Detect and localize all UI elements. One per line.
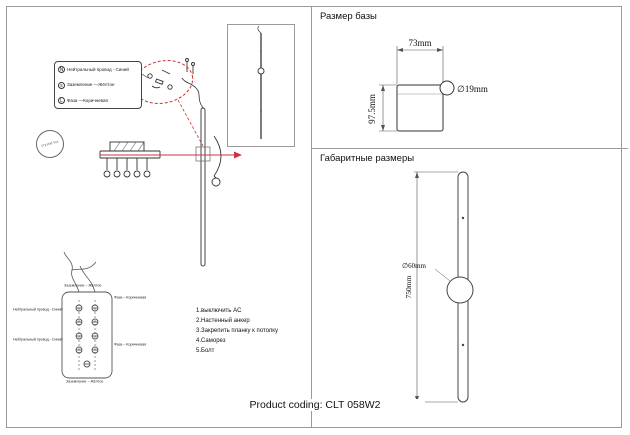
step-item: 4.Саморез bbox=[196, 338, 226, 344]
right-panels-divider bbox=[311, 148, 628, 149]
neutral-wire-icon: N bbox=[58, 66, 65, 73]
wire-legend: N Нейтральный провод - Синий ≡ Заземлени… bbox=[54, 61, 142, 109]
legend-row-ground: ≡ Заземление —Жёлтое bbox=[58, 81, 138, 89]
lamp-front-view-drawing bbox=[257, 25, 265, 139]
base-height-dim: 97.5mm bbox=[367, 94, 377, 124]
step-item: 3.Закрепить планку к потолку bbox=[196, 328, 278, 334]
overall-ball-diameter-dim: ∅60mm bbox=[402, 262, 427, 270]
wire-label-neutral-2: Нейтральный провод - Синий bbox=[12, 338, 62, 342]
legend-label-neutral: Нейтральный провод - Синий bbox=[67, 67, 129, 72]
base-width-dim: 73mm bbox=[408, 38, 431, 48]
step-item: 5.Болт bbox=[196, 348, 215, 354]
base-ball-diameter-dim: ∅19mm bbox=[457, 84, 488, 94]
brand-logo-text: crystal lux bbox=[41, 140, 59, 148]
overall-length-dim: 750mm bbox=[404, 275, 413, 298]
wire-label-ground-bottom: Заземление – Жёлтое bbox=[66, 380, 104, 384]
connector-box-drawing bbox=[61, 251, 113, 379]
phase-wire-icon: L bbox=[58, 97, 65, 104]
wire-label-phase-right: Фаза – Коричневая bbox=[114, 343, 147, 347]
legend-row-phase: L Фаза —Коричневая bbox=[58, 97, 138, 104]
legend-label-ground: Заземление —Жёлтое bbox=[67, 82, 115, 88]
vertical-divider bbox=[311, 6, 312, 428]
screw-set bbox=[103, 158, 151, 178]
step-item: 2.Настенный анкер bbox=[196, 318, 250, 324]
overall-dimension-lines bbox=[414, 171, 458, 403]
lamp-installation-drawing bbox=[61, 58, 242, 379]
lamp-body-drawing bbox=[446, 171, 474, 403]
product-coding: Product coding: CLT 058W2 bbox=[205, 399, 425, 411]
wire-label-ground-top: Заземление – Жёлтое bbox=[64, 284, 102, 288]
step-item: 1.выключить AC bbox=[196, 308, 242, 314]
terminal-screws bbox=[75, 304, 99, 368]
earth-ground-icon: ≡ bbox=[58, 81, 65, 89]
base-size-title: Размер базы bbox=[320, 11, 377, 22]
base-body-drawing bbox=[396, 80, 455, 132]
base-dimension-lines bbox=[379, 46, 444, 132]
wire-label-phase-top: Фаза – Коричневая bbox=[114, 296, 147, 300]
lamp-line-art bbox=[99, 58, 222, 267]
outer-border bbox=[6, 6, 622, 428]
installation-steps: 1.выключить AC 2.Настенный анкер 3.Закре… bbox=[196, 306, 306, 356]
wire-label-neutral-1: Нейтральный провод - Синий bbox=[12, 308, 62, 312]
overall-size-title: Габаритные размеры bbox=[320, 153, 415, 164]
legend-row-neutral: N Нейтральный провод - Синий bbox=[58, 66, 138, 73]
red-arrow-icon bbox=[234, 151, 242, 159]
lamp-front-view-panel bbox=[227, 24, 295, 147]
base-dimension-drawing: 73mm 97.5mm ∅19mm bbox=[367, 38, 488, 132]
overall-dimension-drawing: ∅60mm 750mm bbox=[402, 171, 474, 403]
legend-label-phase: Фаза —Коричневая bbox=[67, 98, 108, 103]
